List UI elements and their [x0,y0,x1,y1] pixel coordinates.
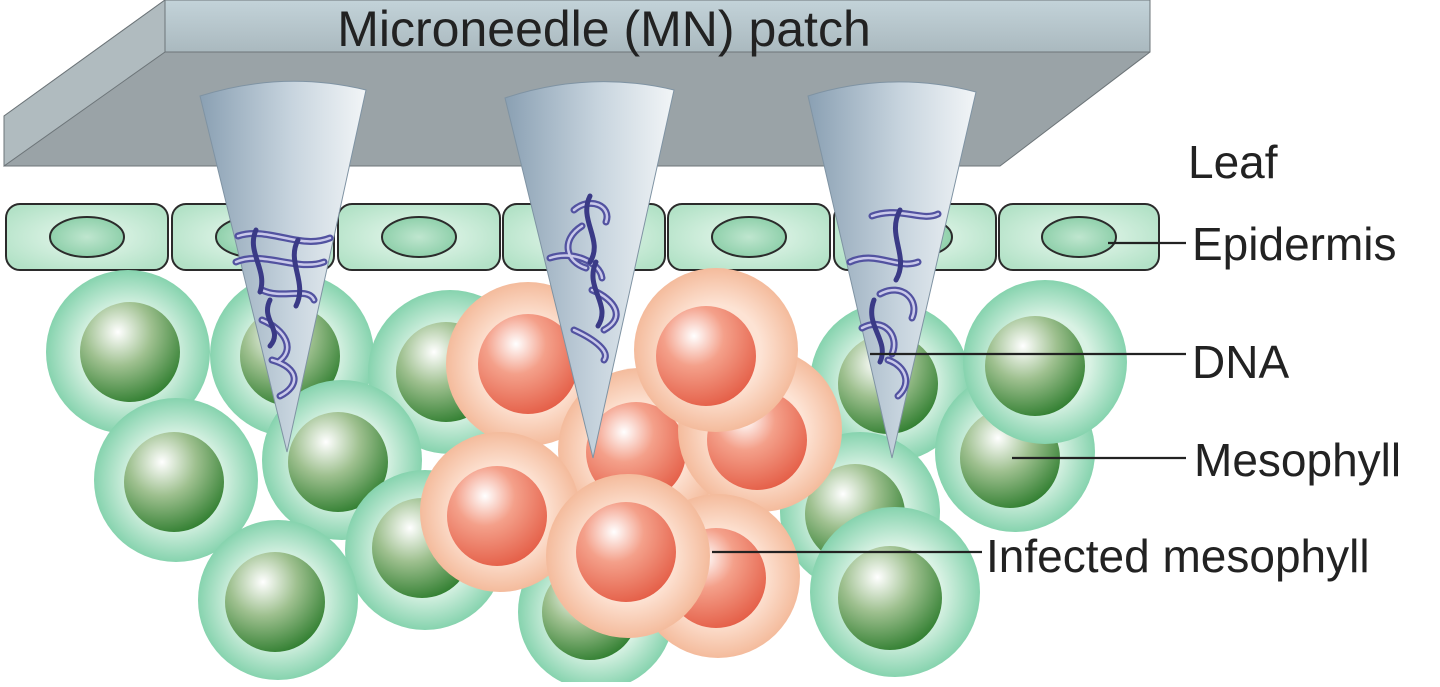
dna-strand [232,227,334,400]
infected-cell [546,474,710,638]
mesophyll-cell [46,270,210,434]
epidermis-nucleus [1041,216,1117,258]
leaf-label: Leaf [1188,136,1278,188]
mesophyll-cell [810,507,980,677]
infected-mesophyll-cells [420,268,842,658]
microneedle [504,81,675,459]
epidermis-label: Epidermis [1192,218,1397,270]
dna-label: DNA [1192,336,1289,388]
microneedle [199,80,367,453]
epidermis-nucleus [711,216,787,258]
dna-strand [846,207,942,400]
infected-cell [634,268,798,432]
mesophyll-cell [94,398,258,562]
dna-strands [232,193,942,400]
mesophyll-cell [963,280,1127,444]
mesophyll-cell [198,520,358,680]
dna-strand [546,193,620,364]
epidermis-nucleus [49,216,125,258]
microneedles [199,80,977,459]
microneedle [807,81,977,459]
patch-slant-face [3,0,166,167]
infected-mesophyll-label: Infected mesophyll [986,530,1370,582]
patch-title: Microneedle (MN) patch [337,1,871,57]
leader-lines [712,241,1186,554]
epidermis-nucleus [381,216,457,258]
mesophyll-label: Mesophyll [1194,434,1401,486]
infected-cell [420,432,580,592]
